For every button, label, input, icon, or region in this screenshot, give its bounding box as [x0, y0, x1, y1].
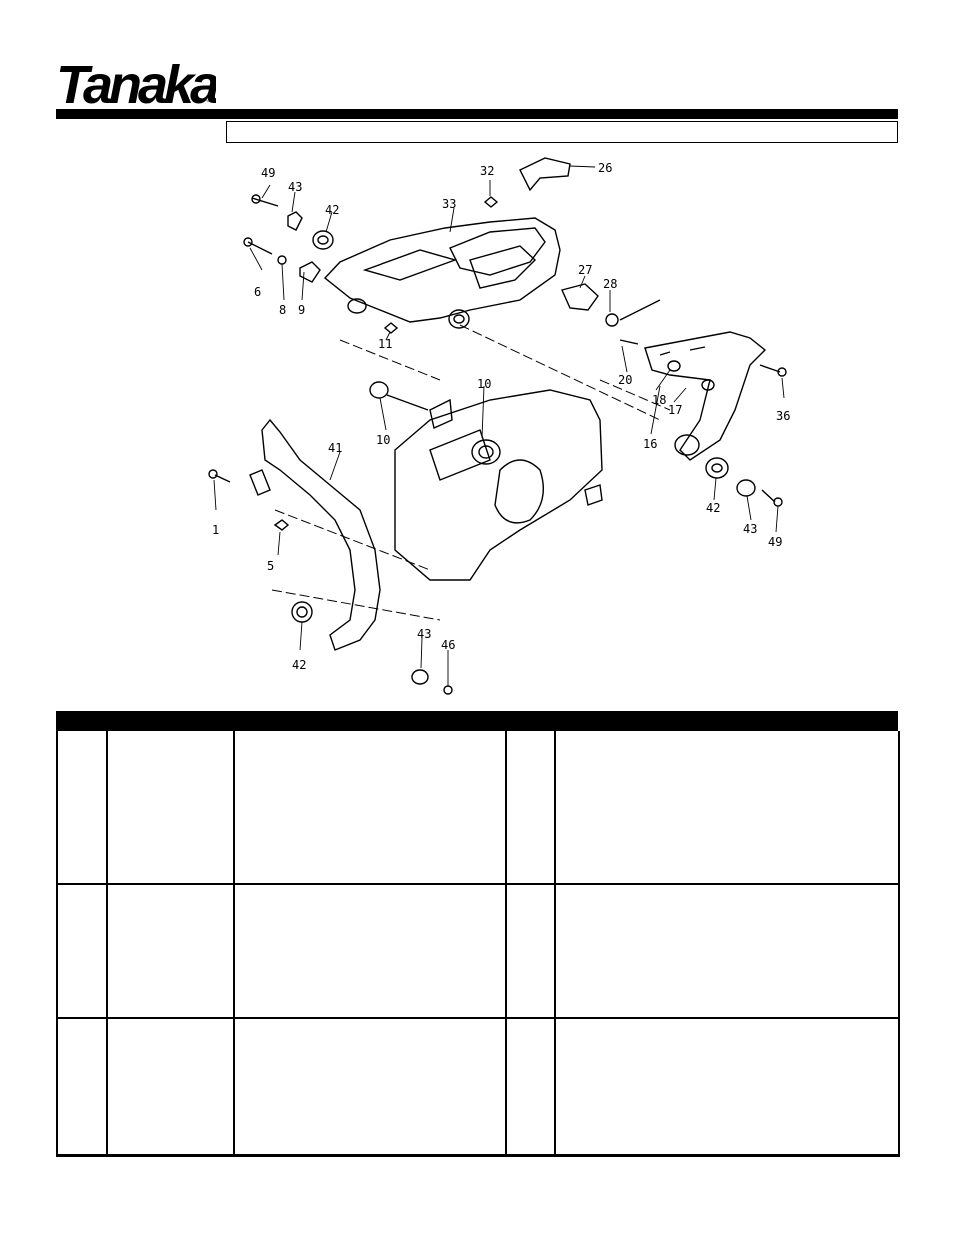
tanaka-logo: Tanaka ®: [56, 55, 216, 108]
callout-label: 42: [292, 658, 306, 672]
section-title-box: [226, 121, 898, 143]
callout-label: 8: [279, 303, 286, 317]
engine-crankcase-part: [369, 381, 603, 581]
column-divider: [505, 731, 507, 1154]
logo-wordmark: Tanaka: [56, 55, 216, 108]
top-cover-part: [323, 217, 561, 329]
callout-label: 49: [768, 535, 782, 549]
callout-label: 32: [480, 164, 494, 178]
rear-handle-part: [619, 331, 787, 507]
upper-left-hardware: [243, 194, 499, 334]
front-handle-part: [208, 418, 453, 695]
assembly-guide-lines: [271, 324, 671, 621]
callout-label: 41: [328, 441, 342, 455]
logo-registered-mark: ®: [206, 95, 212, 104]
row-divider: [58, 1017, 898, 1019]
column-divider: [554, 731, 556, 1154]
callout-label: 6: [254, 285, 261, 299]
callout-label: 49: [261, 166, 275, 180]
callout-label: 10: [376, 433, 390, 447]
callout-label: 27: [578, 263, 592, 277]
callout-labels: 49 43 42 6 8 9 11 33 32 26 27 28 20 18 1…: [212, 161, 790, 672]
parts-table: [56, 711, 900, 1157]
callout-label: 26: [598, 161, 612, 175]
callout-label: 18: [652, 393, 666, 407]
callout-label: 36: [776, 409, 790, 423]
callout-label: 42: [706, 501, 720, 515]
callout-label: 43: [288, 180, 302, 194]
callout-label: 43: [417, 627, 431, 641]
upper-right-hardware: [519, 157, 661, 327]
column-divider: [233, 731, 235, 1154]
callout-label: 11: [378, 337, 392, 351]
callout-label: 42: [325, 203, 339, 217]
column-divider: [106, 731, 108, 1154]
header-rule: [56, 109, 898, 119]
callout-label: 33: [442, 197, 456, 211]
callout-label: 43: [743, 522, 757, 536]
exploded-parts-diagram: 49 43 42 6 8 9 11 33 32 26 27 28 20 18 1…: [208, 157, 790, 695]
callout-leader-lines: [213, 165, 785, 686]
callout-label: 9: [298, 303, 305, 317]
callout-label: 5: [267, 559, 274, 573]
parts-table-header: [56, 711, 898, 731]
callout-label: 1: [212, 523, 219, 537]
callout-label: 46: [441, 638, 455, 652]
row-divider: [58, 883, 898, 885]
callout-label: 20: [618, 373, 632, 387]
callout-label: 10: [477, 377, 491, 391]
parts-table-body: [56, 731, 900, 1157]
callout-label: 16: [643, 437, 657, 451]
callout-label: 28: [603, 277, 617, 291]
callout-label: 17: [668, 403, 682, 417]
